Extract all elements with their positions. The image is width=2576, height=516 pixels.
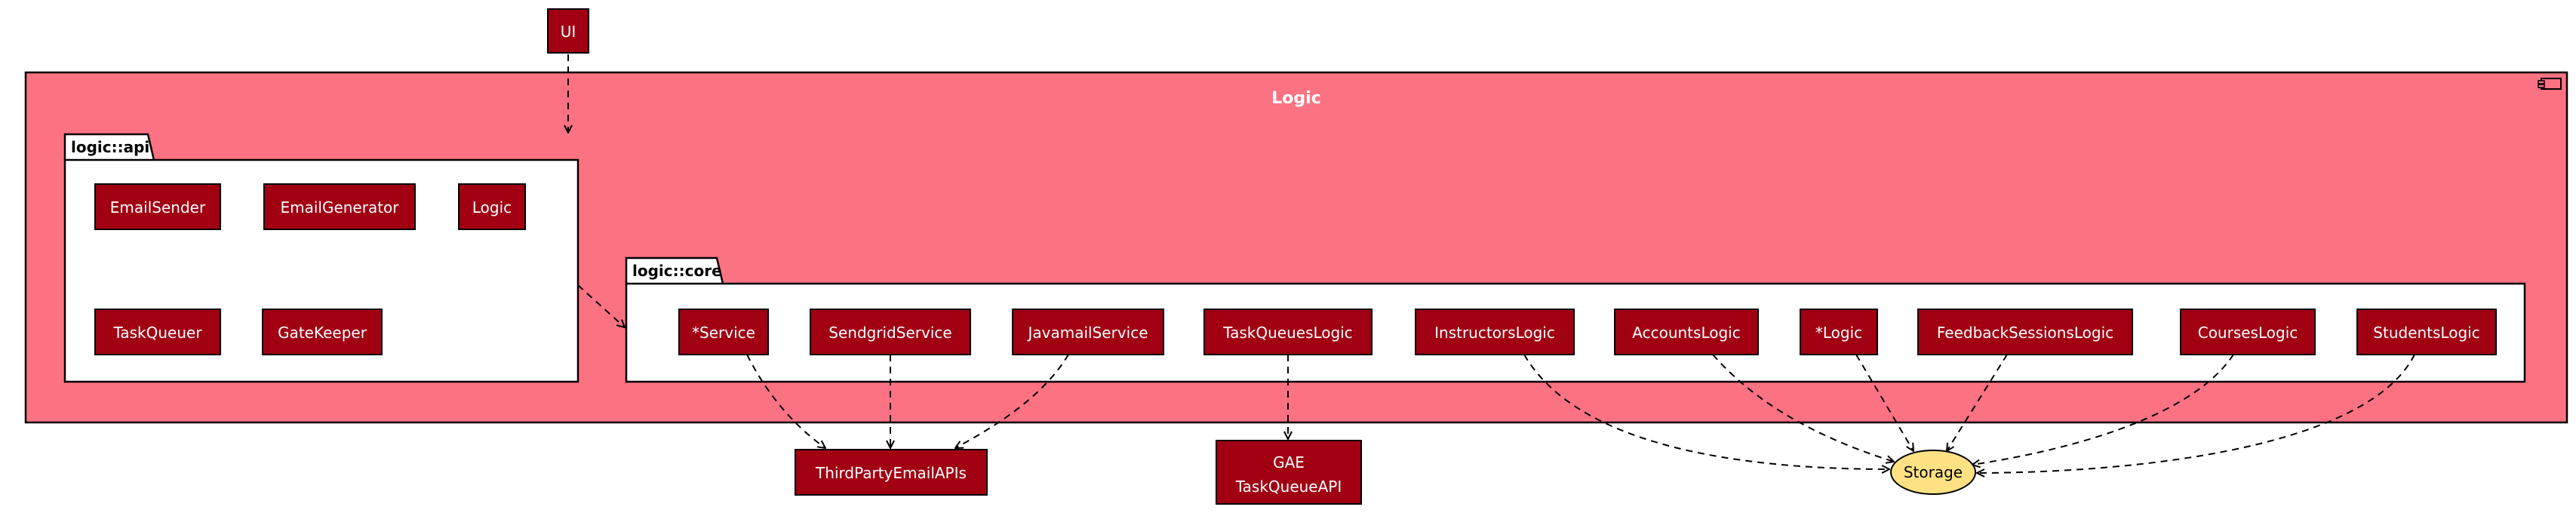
- class-instructors-logic: InstructorsLogic: [1415, 309, 1575, 355]
- arrow-accounts-to-storage: [1712, 354, 1894, 462]
- class-label: JavamailService: [1026, 324, 1148, 342]
- class-label: InstructorsLogic: [1434, 324, 1555, 342]
- class-label: TaskQueuesLogic: [1222, 324, 1353, 342]
- package-title-api: logic::api: [71, 138, 149, 156]
- class-label: EmailSender: [110, 198, 206, 217]
- class-label: SendgridService: [828, 324, 951, 342]
- ui-label: UI: [561, 23, 576, 41]
- storage-label: Storage: [1904, 463, 1963, 481]
- class-email-sender: EmailSender: [94, 183, 221, 230]
- component-icon: [2538, 78, 2562, 90]
- arrow-courses-to-storage: [1972, 354, 2234, 465]
- class-task-queuer: TaskQueuer: [94, 309, 221, 355]
- component-title: Logic: [1271, 89, 1320, 108]
- class-service-wildcard: *Service: [678, 309, 769, 355]
- arrow-logic-wildcard-to-storage: [1855, 354, 1914, 451]
- class-gate-keeper: GateKeeper: [262, 309, 383, 355]
- email-apis-label: ThirdPartyEmailAPIs: [815, 464, 967, 482]
- class-label: *Logic: [1815, 324, 1862, 342]
- arrow-javamail-to-email-apis: [955, 354, 1069, 448]
- gae-label-line2: TaskQueueAPI: [1235, 478, 1342, 496]
- class-accounts-logic: AccountsLogic: [1614, 309, 1759, 355]
- class-feedback-sessions-logic: FeedbackSessionsLogic: [1917, 309, 2133, 355]
- class-javamail-service: JavamailService: [1012, 309, 1164, 355]
- class-label: TaskQueuer: [112, 324, 202, 342]
- arrow-api-to-core: [577, 284, 625, 327]
- class-sendgrid-service: SendgridService: [810, 309, 971, 355]
- storage-node: Storage: [1890, 450, 1976, 495]
- class-label: GateKeeper: [278, 324, 367, 342]
- class-students-logic: StudentsLogic: [2356, 309, 2497, 355]
- class-logic-wildcard: *Logic: [1800, 309, 1878, 355]
- ui-box: UI: [547, 8, 589, 54]
- class-label: StudentsLogic: [2373, 324, 2479, 342]
- arrow-service-to-email-apis: [746, 354, 825, 448]
- gae-label-line1: GAE: [1273, 453, 1305, 471]
- class-logic: Logic: [458, 183, 526, 230]
- class-label: Logic: [472, 198, 512, 217]
- third-party-email-apis-box: ThirdPartyEmailAPIs: [795, 449, 988, 496]
- class-label: EmailGenerator: [280, 198, 399, 217]
- class-label: AccountsLogic: [1632, 324, 1740, 342]
- class-label: FeedbackSessionsLogic: [1937, 324, 2113, 342]
- class-courses-logic: CoursesLogic: [2180, 309, 2316, 355]
- arrow-students-to-storage: [1977, 354, 2415, 473]
- arrow-instructors-to-storage: [1523, 354, 1889, 469]
- package-title-core: logic::core: [632, 262, 722, 280]
- class-label: *Service: [692, 324, 755, 342]
- gae-task-queue-api-box: GAE TaskQueueAPI: [1216, 440, 1362, 505]
- class-task-queues-logic: TaskQueuesLogic: [1203, 309, 1373, 355]
- dependency-arrows: [568, 54, 2415, 473]
- class-label: CoursesLogic: [2198, 324, 2298, 342]
- class-email-generator: EmailGenerator: [263, 183, 416, 230]
